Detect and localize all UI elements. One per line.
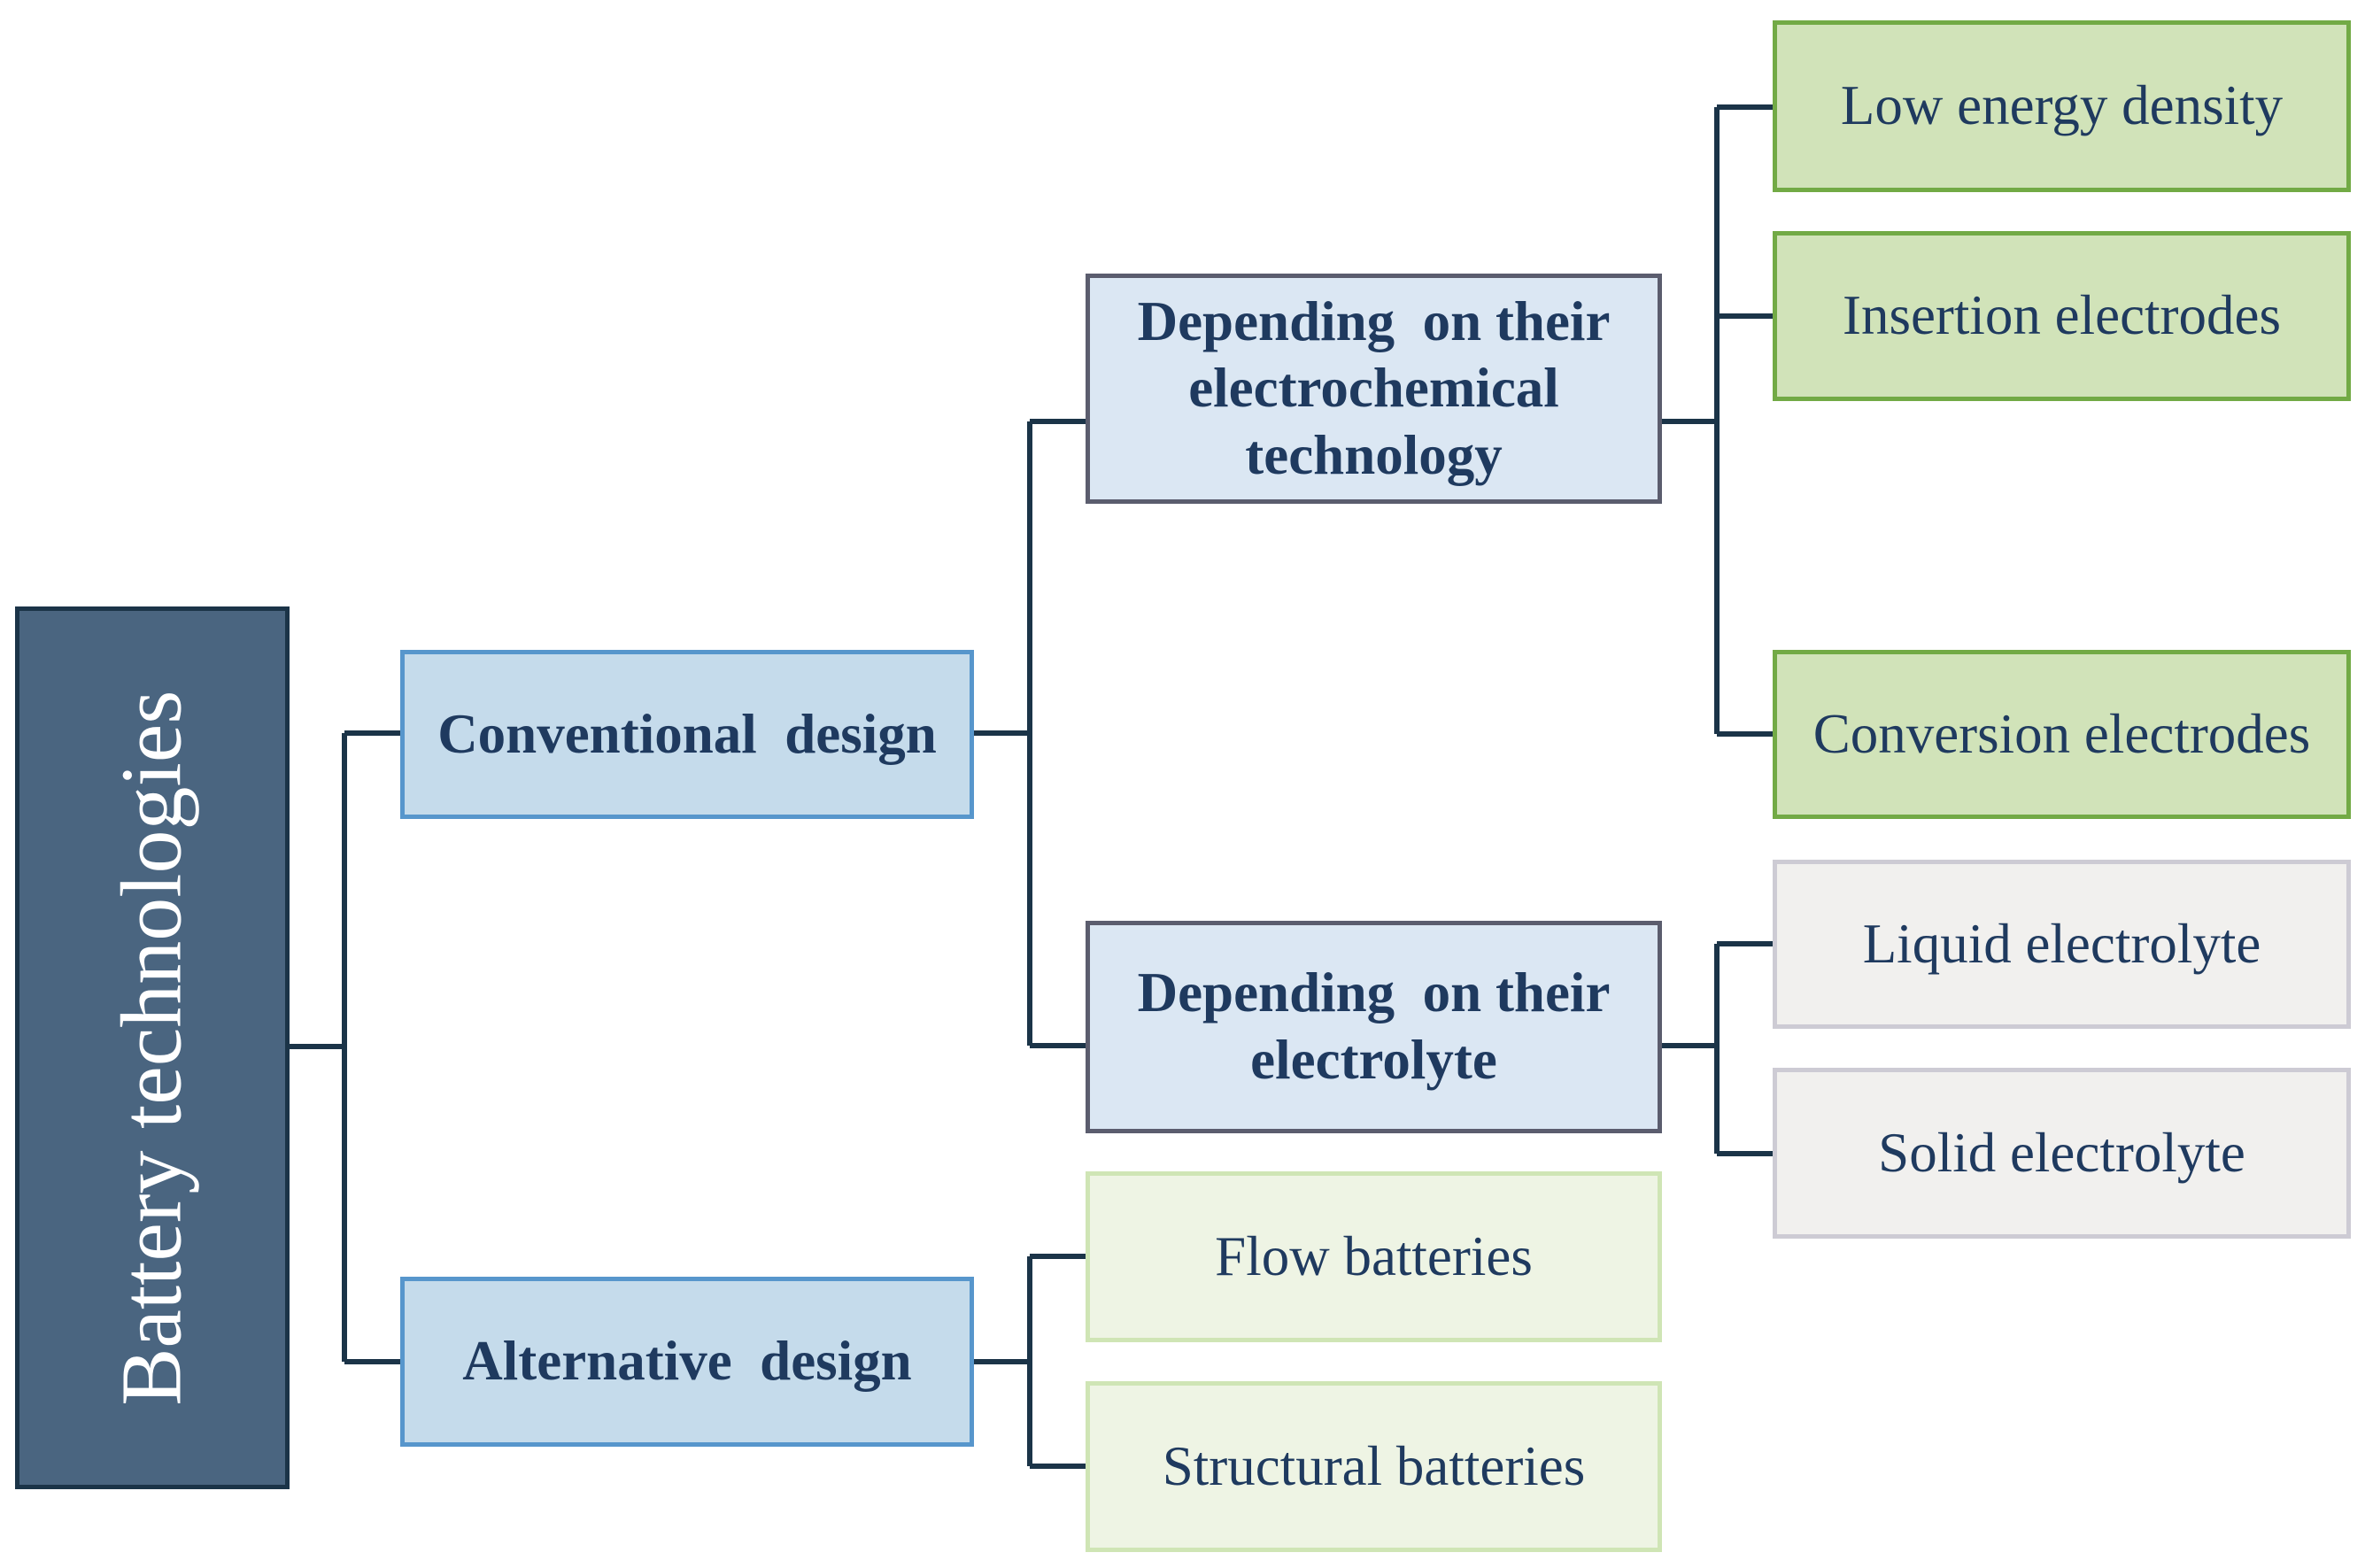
conventional-design-label: Conventional design [437, 702, 937, 765]
connector-electrolyte [1662, 941, 1773, 1156]
alternative-design-node: Alternative design [400, 1277, 974, 1447]
connector-alternative [974, 1254, 1086, 1469]
solid-electrolyte-node: Solid electrolyte [1773, 1068, 2351, 1239]
alternative-design-label: Alternative design [462, 1330, 912, 1393]
flow-batteries-node: Flow batteries [1086, 1171, 1662, 1342]
connector-electrochemical [1662, 104, 1773, 737]
liquid-electrolyte-node: Liquid electrolyte [1773, 860, 2351, 1029]
solid-electrolyte-label: Solid electrolyte [1878, 1121, 2245, 1184]
electrolyte-label: Depending on their electrolyte [1137, 962, 1625, 1091]
electrolyte-node: Depending on their electrolyte [1086, 921, 1662, 1133]
root-label: Battery technologies [104, 690, 200, 1406]
insertion-electrodes-label: Insertion electrodes [1842, 284, 2282, 347]
flow-batteries-label: Flow batteries [1215, 1224, 1533, 1287]
low-energy-density-node: Low energy density [1773, 20, 2351, 192]
liquid-electrolyte-label: Liquid electrolyte [1862, 912, 2261, 975]
root-node: Battery technologies [15, 606, 290, 1489]
low-energy-density-label: Low energy density [1840, 74, 2284, 137]
conversion-electrodes-label: Conversion electrodes [1812, 702, 2311, 765]
conventional-design-node: Conventional design [400, 650, 974, 819]
structural-batteries-node: Structural batteries [1086, 1381, 1662, 1552]
insertion-electrodes-node: Insertion electrodes [1773, 231, 2351, 401]
connector-root [290, 730, 400, 1364]
structural-batteries-label: Structural batteries [1162, 1434, 1586, 1497]
electrochemical-technology-label: Depending on their electrochemical techn… [1137, 290, 1625, 486]
electrochemical-technology-node: Depending on their electrochemical techn… [1086, 274, 1662, 504]
connector-conventional [974, 419, 1086, 1048]
conversion-electrodes-node: Conversion electrodes [1773, 650, 2351, 819]
